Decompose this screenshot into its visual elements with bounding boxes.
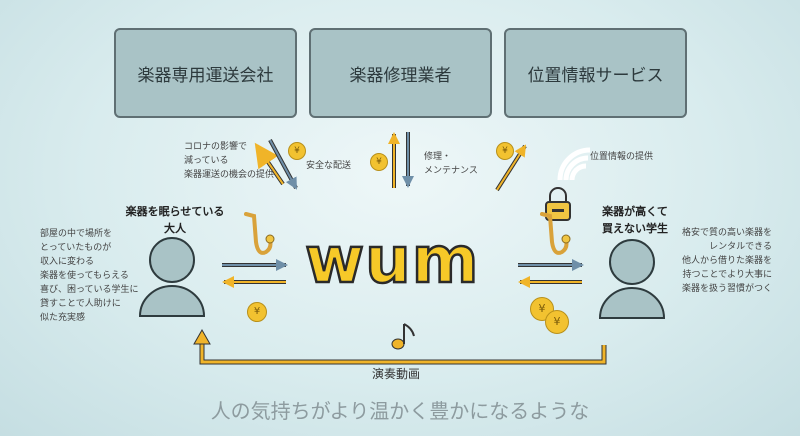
wum-logo: wum [304,223,480,300]
safe-delivery-note: 安全な配送 [306,161,352,171]
repair-maintenance-note: 修理・ メンテナンス [424,152,478,176]
wum-student-arrows [518,259,584,288]
adult-description: 部屋の中で場所を とっていたものが 収入に変わる 楽器を使ってもらえる 喜び、困… [40,229,139,323]
yen-coin-icon: ¥ [496,142,514,160]
yen-coin-icon: ¥ [247,302,267,322]
student-person-icon [598,239,666,319]
adult-title: 楽器を眠らせている 大人 [125,205,225,235]
student-description: 格安で質の高い楽器を レンタルできる 他人から借りた楽器を 持つことでより大事に… [681,228,772,294]
yen-coin-icon: ¥ [288,142,306,160]
performance-video-arrow [193,328,607,365]
subtitle-caption: 人の気持ちがより温かく豊かになるような [210,399,590,423]
performance-video-label: 演奏動画 [372,367,421,381]
box-location-service: 位置情報サービス [504,28,687,118]
lock-icon [545,187,571,221]
box-instrument-repair: 楽器修理業者 [309,28,492,118]
yen-coin-icon: ¥ [370,153,388,171]
music-note-icon [391,323,415,350]
saxophone-icon [244,212,275,255]
saxophone-icon [540,212,571,255]
repair-arrows [388,132,414,188]
adult-person-icon [138,237,206,317]
location-arrow [495,144,527,192]
adult-wum-arrows [222,259,288,288]
location-provide-note: 位置情報の提供 [590,152,654,162]
student-title: 楽器が高くて 買えない学生 [602,205,668,235]
corona-note: コロナの影響で 減っている 楽器運送の機会の提供 [184,142,275,180]
box-instrument-transport: 楽器専用運送会社 [114,28,297,118]
yen-coin-icon: ¥ [545,310,569,334]
transport-arrows [254,139,298,190]
location-signal-icon [557,147,591,181]
